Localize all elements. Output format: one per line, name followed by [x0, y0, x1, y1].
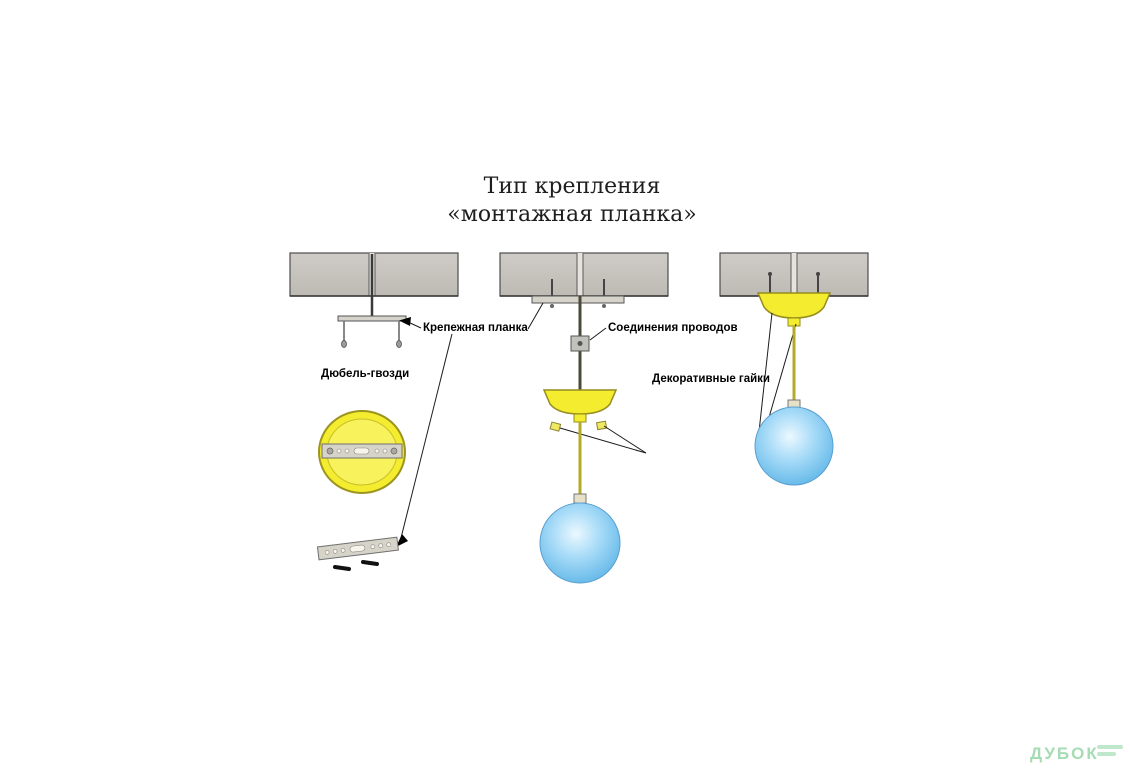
canopy-nut — [573, 413, 587, 423]
label-decorative-nuts: Декоративные гайки — [652, 373, 770, 385]
plate-holes — [328, 447, 396, 455]
decorative-nut — [595, 420, 608, 431]
lamp-ball — [754, 406, 834, 486]
screw-tip — [602, 304, 606, 308]
lamp-canopy — [542, 389, 618, 415]
dowel-nail-head — [396, 340, 402, 348]
logo-tagline-mark — [1097, 752, 1116, 756]
screw-head — [326, 447, 334, 455]
logo-text: ДУБОК — [1030, 744, 1099, 763]
page-title-line1: Тип крепления — [484, 174, 661, 199]
label-dowel-nails: Дюбель-гвозди — [321, 368, 409, 380]
wire-connection-screw — [577, 341, 583, 346]
leader-line — [589, 327, 607, 341]
lamp-ball — [539, 502, 621, 584]
mounting-plate — [337, 315, 407, 322]
leader-line — [400, 333, 453, 539]
diagram-step-2 — [499, 252, 669, 584]
leader-line — [603, 425, 647, 454]
nail — [333, 565, 351, 571]
diagram-step-3 — [719, 252, 869, 486]
screw-tip — [550, 304, 554, 308]
canopy-nut — [787, 317, 801, 327]
page-title-line2: «монтажная планка» — [447, 202, 696, 227]
label-mounting-plate: Крепежная планка — [423, 322, 528, 334]
leader-line — [559, 427, 647, 454]
arrowhead — [396, 534, 408, 547]
dowel-nail-head — [341, 340, 347, 348]
lamp-canopy — [756, 292, 832, 319]
ceiling-panel — [499, 252, 669, 297]
leader-line — [527, 302, 544, 330]
nail — [361, 560, 379, 566]
ceiling-seam — [791, 253, 797, 296]
logo-tagline-mark — [1097, 745, 1123, 749]
loose-mounting-plate — [316, 536, 399, 561]
mounting-plate — [531, 295, 625, 304]
label-wire-connections: Соединения проводов — [608, 322, 738, 334]
screw-head — [390, 447, 398, 455]
logo: ДУБОК — [1030, 744, 1123, 763]
diagram-step-1 — [289, 252, 459, 571]
ball-connector — [573, 493, 587, 504]
screw-head — [816, 272, 820, 276]
ceiling-seam — [577, 253, 583, 296]
arrowhead — [399, 317, 411, 326]
decorative-nut — [549, 421, 562, 432]
screw-head — [768, 272, 772, 276]
